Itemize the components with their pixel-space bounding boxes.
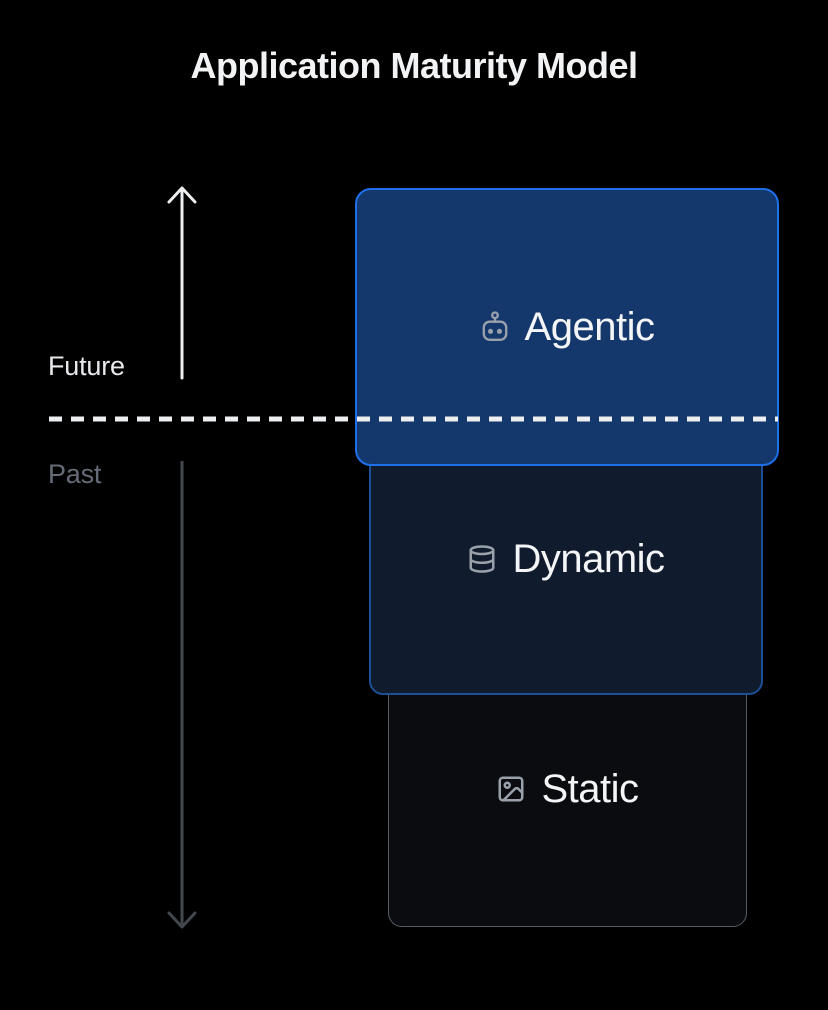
card-static: Static [388,651,747,927]
future-label: Future [48,351,125,381]
card-label: Dynamic [512,537,665,581]
image-icon [496,774,526,804]
card-dynamic: Dynamic [369,423,763,695]
card-label: Agentic [524,305,655,349]
future-arrow-icon [167,186,197,380]
past-label: Past [48,459,102,489]
page-title: Application Maturity Model [190,45,638,86]
robot-icon [480,311,510,343]
database-icon [467,542,497,576]
card-label: Static [541,767,639,811]
card-agentic: Agentic [355,188,779,466]
past-arrow-icon [167,461,197,929]
timeline-divider [49,416,778,422]
